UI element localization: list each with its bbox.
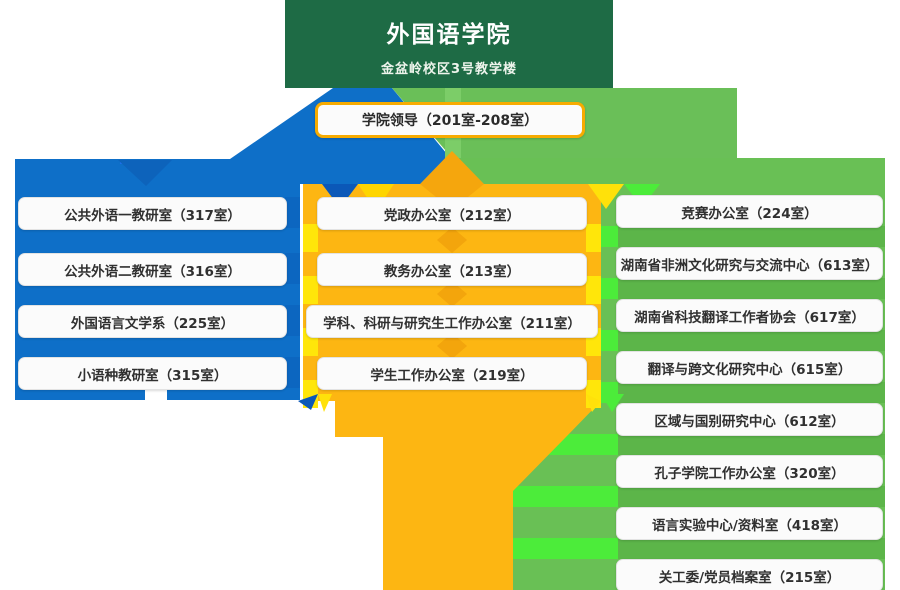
room-box: 教务办公室（213室）: [317, 253, 587, 286]
room-box: 关工委/党员档案室（215室）: [616, 559, 883, 590]
page-title: 外国语学院: [386, 22, 512, 48]
room-box: 小语种教研室（315室）: [18, 357, 287, 390]
room-box: 竞赛办公室（224室）: [616, 195, 883, 228]
room-box: 湖南省非洲文化研究与交流中心（613室）: [616, 247, 883, 280]
room-box: 孔子学院工作办公室（320室）: [616, 455, 883, 488]
room-box: 公共外语一教研室（317室）: [18, 197, 287, 230]
yellow-edge-tabs: [303, 224, 601, 408]
row-diamonds: [437, 227, 467, 359]
top-diamond: [420, 151, 484, 210]
room-box: 学科、科研与研究生工作办公室（211室）: [306, 305, 598, 338]
page-subtitle: 金盆岭校区3号教学楼: [380, 62, 518, 77]
room-box: 翻译与跨文化研究中心（615室）: [616, 351, 883, 384]
green-edge-tabs: [513, 226, 618, 559]
room-box: 公共外语二教研室（316室）: [18, 253, 287, 286]
room-box: 党政办公室（212室）: [317, 197, 587, 230]
room-box: 湖南省科技翻译工作者协会（617室）: [616, 299, 883, 332]
room-box: 学生工作办公室（219室）: [317, 357, 587, 390]
room-box: 区域与国别研究中心（612室）: [616, 403, 883, 436]
header-banner: 外国语学院 金盆岭校区3号教学楼: [285, 0, 613, 88]
leader-box: 学院领导（201室-208室）: [315, 102, 585, 138]
room-box: 语言实验中心/资料室（418室）: [616, 507, 883, 540]
room-box: 外国语言文学系（225室）: [18, 305, 287, 338]
